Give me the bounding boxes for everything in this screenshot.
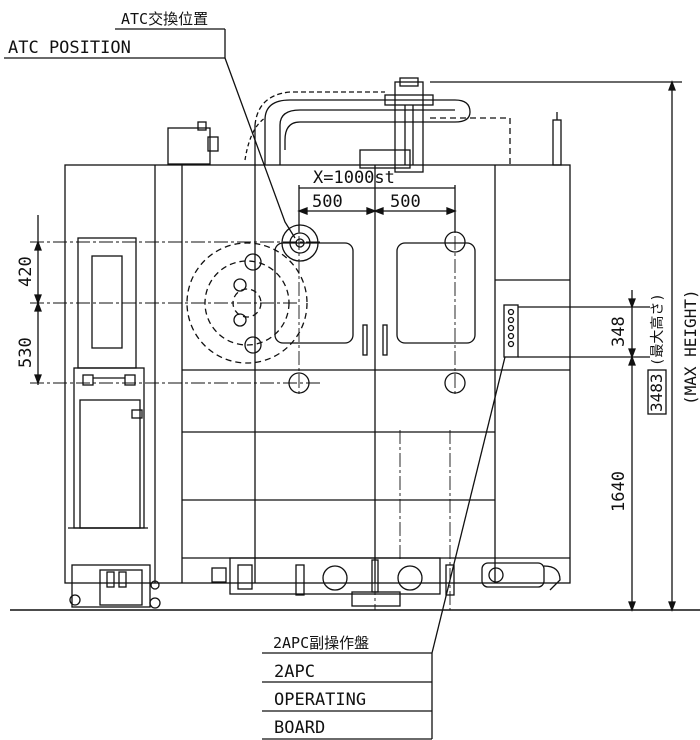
max-height-value: 3483 [647, 373, 666, 412]
y-dimension-lines [34, 215, 42, 385]
spindle-motor-unit [359, 77, 511, 173]
atc-position-label-jp: ATC交換位置 [121, 10, 208, 28]
x-stroke-dimension [297, 185, 457, 232]
apc-board-label-en-3: BOARD [274, 718, 325, 738]
apc-board-label-en-1: 2APC [274, 662, 315, 682]
left-side-panel [68, 237, 148, 529]
apc-board-label-group: 2APC副操作盤 2APC OPERATING BOARD [262, 356, 506, 740]
signal-tower-lamp [552, 112, 562, 166]
center-lines [30, 190, 456, 610]
2apc-operating-board [503, 304, 519, 358]
coolant-tank-box [167, 121, 219, 165]
board-height-label: 348 [609, 316, 629, 347]
x-left-dimension: 500 [312, 192, 343, 212]
x-stroke-label: X=1000st [313, 168, 395, 188]
cable-carrier [244, 91, 471, 165]
board-height-dimension [518, 290, 650, 612]
reference-circles [288, 231, 466, 394]
machine-base [229, 557, 455, 607]
front-doors [274, 242, 476, 356]
apc-board-label-en-2: OPERATING [274, 690, 366, 710]
machine-body [64, 164, 571, 584]
atc-tool-pots [233, 224, 319, 354]
apc-leader-line [431, 356, 506, 654]
y-lower-dimension: 530 [16, 337, 36, 368]
apc-board-label-jp: 2APC副操作盤 [273, 634, 369, 652]
atc-position-label-group: ATC交換位置 ATC POSITION [4, 10, 296, 239]
atc-position-label-en: ATC POSITION [8, 38, 131, 58]
max-height-label-en: (MAX HEIGHT) [681, 289, 700, 405]
x-right-dimension: 500 [390, 192, 421, 212]
base-height-label: 1640 [609, 471, 629, 512]
coolant-unit-base [69, 564, 227, 609]
max-height-label-jp: (最大高さ) [649, 293, 666, 366]
max-height-dimension [430, 80, 682, 612]
atc-leader-line [224, 57, 296, 239]
chip-conveyor [481, 562, 561, 591]
y-upper-dimension: 420 [16, 256, 36, 287]
